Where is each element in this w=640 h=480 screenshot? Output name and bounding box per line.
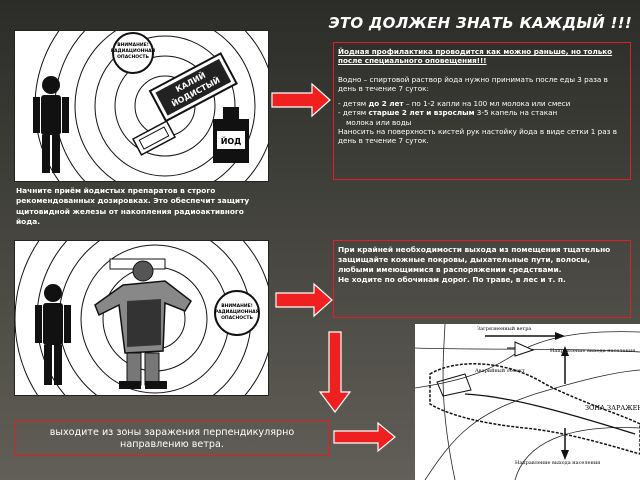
- radiation-sign-icon: ВНИМАНИЕ! РАДИАЦИОННАЯ ОПАСНОСТЬ: [214, 290, 260, 336]
- iodine-caption: Начните приём йодистых препаратов в стро…: [16, 186, 250, 227]
- dosage-adults-cont: молока или воды: [346, 117, 412, 127]
- iodine-bottle-icon: ЙОД: [213, 107, 249, 163]
- iodine-heading: Йодная профилактика проводится как можно…: [338, 47, 613, 66]
- radiation-sign-icon: ВНИМАНИЕ! РАДИАЦИОННАЯ ОПАСНОСТЬ: [111, 32, 156, 74]
- protected-person-icon: [94, 258, 192, 389]
- map-facility-label: Аварийный объект: [475, 367, 525, 374]
- svg-text:ЙОД: ЙОД: [221, 135, 242, 146]
- iodine-poster: ВНИМАНИЕ! РАДИАЦИОННАЯ ОПАСНОСТЬ КАЛИЙ Й…: [14, 30, 269, 182]
- iodine-intro: Водно – спиртовой раствор йода нужно при…: [338, 74, 608, 93]
- dosage-adults: - детям старше 2 лет и взрослым 3-5 капе…: [338, 108, 558, 118]
- svg-text:ОПАСНОСТЬ: ОПАСНОСТЬ: [221, 315, 253, 321]
- person-icon: [33, 76, 69, 173]
- exit-down-arrow-icon: [561, 450, 569, 460]
- down-arrow-icon: [318, 331, 352, 413]
- map-zone-label: ЗОНА ЗАРАЖЕНИЯ: [585, 404, 640, 412]
- svg-text:РАДИАЦИОННАЯ: РАДИАЦИОННАЯ: [215, 309, 260, 315]
- svg-text:РАДИАЦИОННАЯ: РАДИАЦИОННАЯ: [111, 48, 156, 54]
- person-icon: [35, 284, 71, 385]
- map-exit-bottom-label: Направление выхода населения: [515, 460, 600, 466]
- wind-arrow-icon: [555, 332, 565, 340]
- exit-zone-info: выходите из зоны заражения перпендикуляр…: [14, 420, 330, 456]
- roads-warning: Не ходите по обочинам дорог. По траве, в…: [338, 275, 566, 284]
- exit-zone-text: выходите из зоны заражения перпендикуляр…: [49, 427, 295, 450]
- right-arrow-icon: [275, 282, 333, 318]
- map-wind-label: Загрязненный ветра: [477, 326, 531, 332]
- svg-text:ВНИМАНИЕ!: ВНИМАНИЕ!: [117, 42, 149, 48]
- iodine-outro: Наносить на поверхность кистей рук насто…: [338, 127, 617, 146]
- map-exit-top-label: Направление выхода населения: [550, 348, 635, 354]
- svg-text:ВНИМАНИЕ!: ВНИМАНИЕ!: [221, 303, 253, 309]
- protective-clothing-poster: ВНИМАНИЕ! РАДИАЦИОННАЯ ОПАСНОСТЬ: [14, 240, 269, 396]
- right-arrow-icon: [333, 421, 396, 453]
- page-title: ЭТО ДОЛЖЕН ЗНАТЬ КАЖДЫЙ !!!: [328, 14, 632, 32]
- contamination-zone-map: Загрязненный ветра Направление выхода на…: [415, 324, 640, 480]
- exit-up-arrow-icon: [561, 346, 569, 356]
- potassium-iodide-pack-icon: КАЛИЙ ЙОДИСТЫЙ: [148, 52, 238, 123]
- iodine-prophylaxis-info: Йодная профилактика проводится как можно…: [333, 42, 631, 180]
- dosage-children-under-2: - детям до 2 лет – по 1-2 капли на 100 м…: [338, 99, 571, 109]
- right-arrow-icon: [271, 82, 331, 118]
- protection-info: При крайней необходимости выхода из поме…: [333, 240, 631, 318]
- svg-text:ОПАСНОСТЬ: ОПАСНОСТЬ: [117, 54, 149, 60]
- protection-text: При крайней необходимости выхода из поме…: [338, 245, 611, 274]
- contamination-zone-shape: [429, 363, 640, 455]
